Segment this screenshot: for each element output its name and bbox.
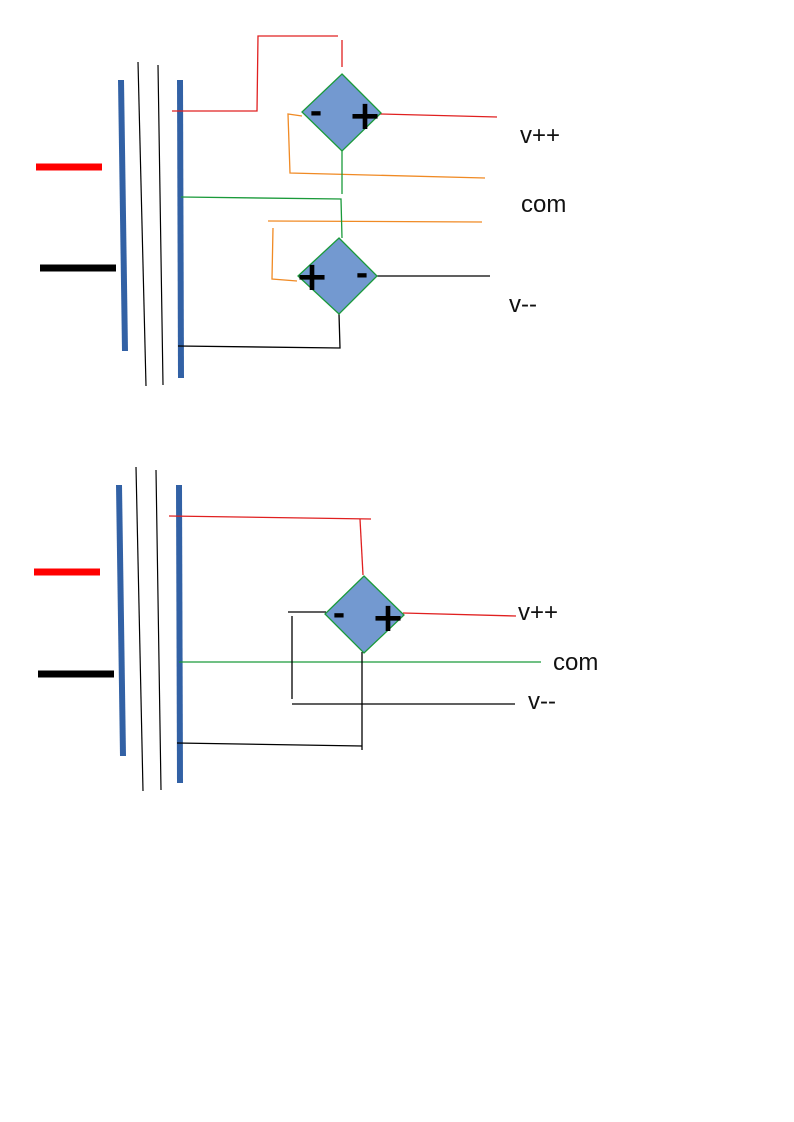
diode-top: - + — [301, 73, 382, 152]
red-wire-feed-2 — [168, 515, 372, 520]
label-vmm-2: v-- — [528, 688, 556, 715]
diode-top-body — [301, 73, 382, 152]
transformer-secondary — [177, 79, 184, 379]
orange-wire-bottom — [271, 227, 298, 282]
label-vmm-1: v-- — [509, 291, 537, 318]
black-wire-return — [177, 313, 341, 349]
diode-bottom-body — [297, 237, 378, 315]
diode-bottom-plus: + — [295, 254, 329, 300]
diagram-1: - + + - — [36, 35, 498, 387]
orange-wire-top — [287, 113, 486, 179]
diode-2-plus: + — [371, 595, 405, 641]
diode-2: - + — [324, 575, 405, 654]
transformer-core-line-4 — [155, 469, 162, 791]
red-wire-feed — [172, 35, 338, 112]
transformer-primary — [118, 79, 128, 352]
diode-top-minus: - — [310, 95, 322, 130]
red-wire-vpp-2 — [402, 612, 517, 617]
red-wire-vpp — [379, 113, 498, 118]
label-vpp-2: v++ — [518, 599, 559, 626]
orange-wire-mid — [267, 220, 483, 223]
transformer-secondary-2 — [176, 484, 183, 784]
transformer-core-line-2 — [157, 64, 164, 386]
diode-2-body — [324, 575, 405, 654]
diagram-2: - + — [34, 466, 541, 792]
transformer-core-line-3 — [135, 466, 144, 792]
diode-top-plus: + — [348, 93, 382, 139]
diode-2-minus: - — [333, 597, 345, 632]
black-wire-return-2 — [176, 742, 363, 747]
diode-bottom: + - — [295, 237, 378, 315]
transformer-core-line-1 — [137, 61, 147, 387]
label-vpp-1: v++ — [520, 122, 561, 149]
label-com-1: com — [521, 191, 567, 218]
label-com-2: com — [553, 649, 599, 676]
green-wire-center-tap — [180, 196, 343, 239]
diode-bottom-minus: - — [356, 257, 368, 292]
red-wire-to-diode-2 — [359, 518, 364, 576]
transformer-primary-2 — [116, 484, 126, 757]
